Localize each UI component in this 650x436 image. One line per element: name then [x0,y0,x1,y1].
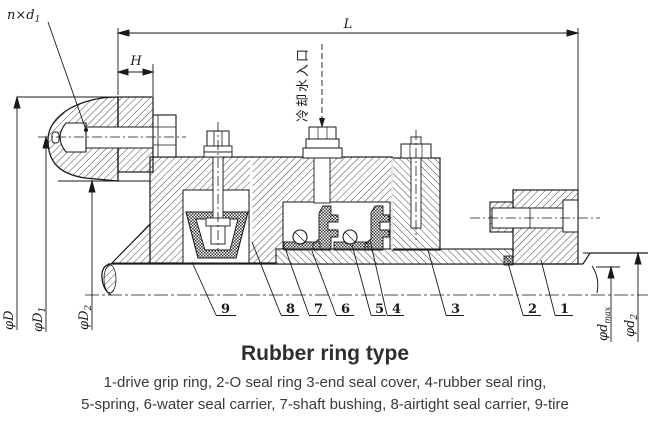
callout-9: 9 [221,302,230,317]
callout-7: 7 [314,302,323,317]
drive-grip-ring [489,189,579,266]
dim-phiD2: φD2 [77,304,94,330]
cooling-inlet-bolt [302,126,343,159]
callout-6: 6 [341,302,350,317]
dim-L: L [343,17,353,32]
cooling-inlet-label: 冷却水入口 [295,47,310,122]
left-flange-cap [47,96,177,182]
dim-dmax: φdmax [596,306,612,341]
callout-8: 8 [286,302,295,317]
dimension-lines: L H n×d1 φD φD1 φD2 φdmax φd2 [2,8,648,342]
springs [292,229,358,245]
shaft-shoulder-fillet [591,265,599,294]
caption-line-2: 5-spring, 6-water seal carrier, 7-shaft … [81,396,569,413]
rubber-seal-rings [312,205,390,251]
caption-line-1: 1-drive grip ring, 2-O seal ring 3-end s… [103,374,547,391]
flange-bolt [51,114,177,158]
cooling-water-passage [313,156,331,204]
dim-n-d1: n×d1 [7,8,40,25]
shaft-end-face [103,264,117,294]
callout-4: 4 [392,302,401,317]
callout-3: 3 [451,302,460,317]
dim-H: H [129,54,142,69]
callout-2: 2 [528,302,537,317]
figure-caption: 1-drive grip ring, 2-O seal ring 3-end s… [0,372,650,416]
part-callouts: 9 8 7 6 5 4 3 2 1 [191,239,573,317]
dim-d2: φd2 [623,314,640,337]
dim-phiD: φD [2,310,17,330]
callout-5: 5 [375,302,384,317]
assembly-drawing: L H n×d1 φD φD1 φD2 φdmax φd2 [2,8,648,342]
figure-title: Rubber ring type [240,342,409,365]
dim-phiD1: φD1 [31,307,48,332]
body-joint [250,158,253,249]
cooling-inlet-annotation: 冷却水入口 [295,44,325,128]
flange-nut [152,114,177,158]
shaft-bushing [275,248,514,265]
body-lower-lip [110,222,151,264]
callout-1: 1 [560,302,569,317]
centerlines [38,122,648,296]
